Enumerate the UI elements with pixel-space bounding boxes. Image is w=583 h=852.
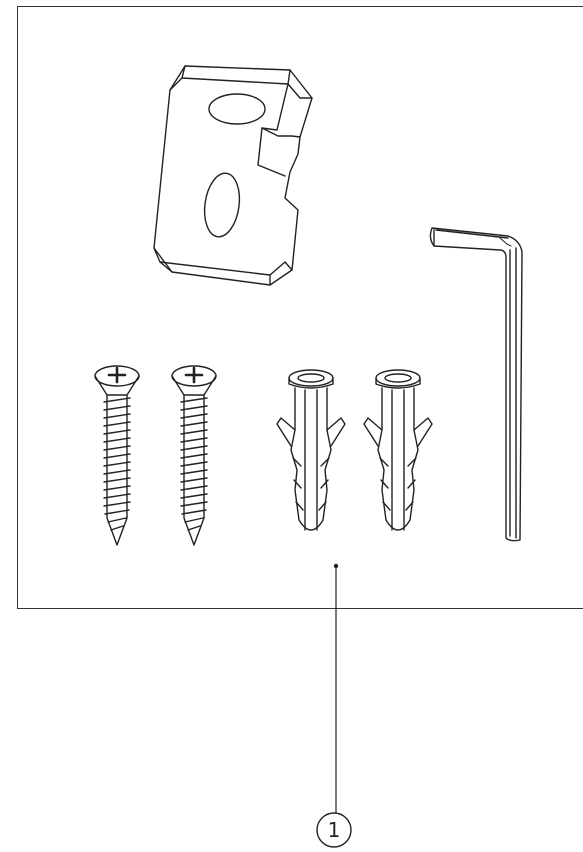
- callout-number: 1: [327, 818, 341, 842]
- screw-icon: [94, 365, 140, 546]
- hex-key-icon: [429, 227, 523, 542]
- wall-plug-icon: [276, 369, 346, 531]
- screw-icon: [171, 365, 217, 546]
- bracket-block-icon: [153, 65, 313, 286]
- callout-leader: [316, 563, 352, 848]
- parts-panel: [17, 6, 583, 609]
- wall-plug-icon: [363, 369, 433, 531]
